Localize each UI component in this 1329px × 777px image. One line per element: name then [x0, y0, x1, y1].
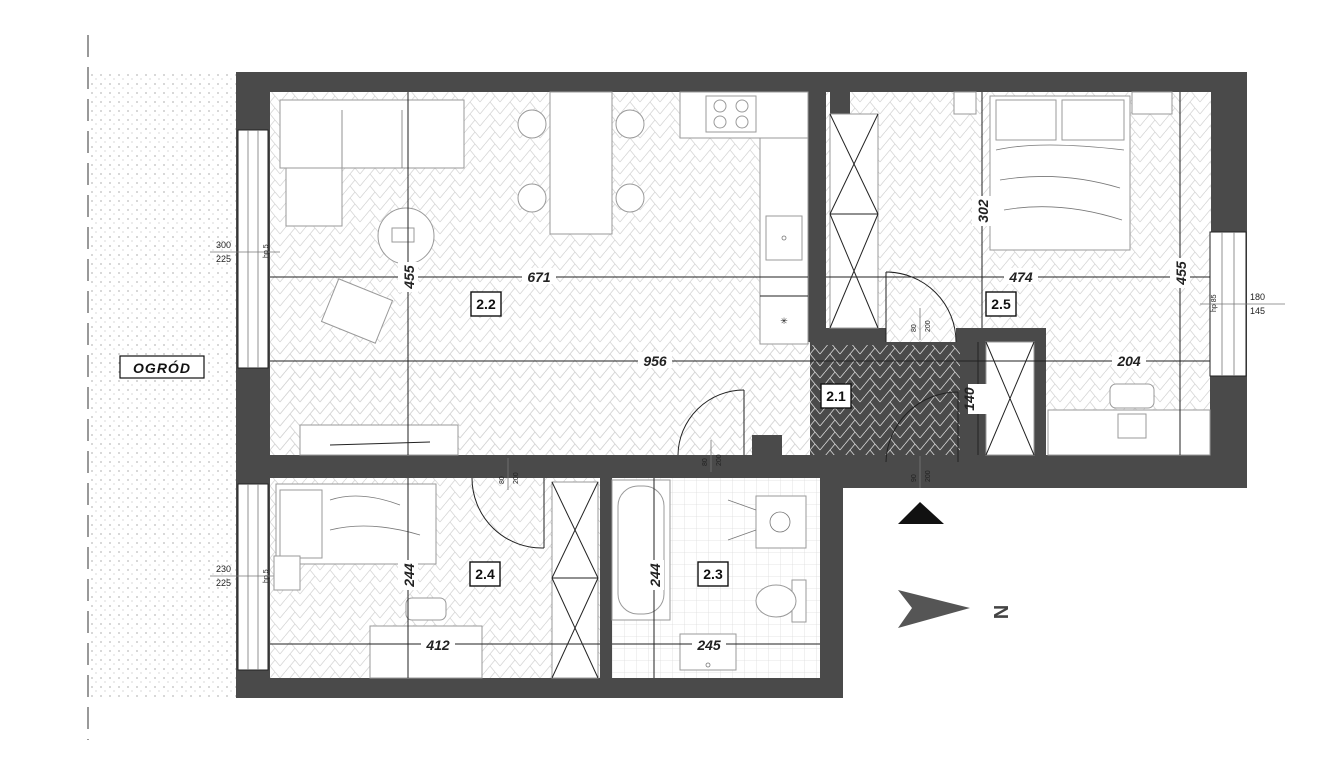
window-label-2: 230 225 hp 5 [210, 564, 280, 588]
compass-arrow-icon [898, 590, 970, 628]
interior-walls [236, 72, 1247, 678]
svg-text:200: 200 [513, 472, 520, 484]
double-bed [953, 91, 1173, 251]
garden-area [88, 74, 238, 698]
svg-text:2.2: 2.2 [476, 296, 496, 312]
entrance-triangle-icon [898, 502, 944, 524]
door-label-2: 80 200 [499, 458, 520, 490]
desk-bedroom [1047, 383, 1211, 456]
svg-text:225: 225 [216, 578, 231, 588]
door-label-3: 80 200 [702, 440, 723, 472]
svg-text:hp 5: hp 5 [263, 244, 270, 258]
svg-text:180: 180 [1250, 292, 1265, 302]
room-label-2-5: 2.5 [985, 291, 1017, 317]
svg-text:230: 230 [216, 564, 231, 574]
side-table [377, 207, 435, 265]
window-living [237, 129, 269, 369]
window-small-room [237, 483, 269, 671]
desk-small-room [369, 597, 483, 679]
svg-text:✳: ✳ [780, 316, 788, 326]
svg-text:200: 200 [925, 470, 932, 482]
svg-text:hp 85: hp 85 [1211, 294, 1218, 312]
room-label-2-1: 2.1 [820, 383, 852, 409]
compass-north-label: N [989, 605, 1011, 619]
dim-bath-height: 244 [647, 563, 663, 588]
svg-text:300: 300 [216, 240, 231, 250]
dim-bath-width: 245 [696, 637, 721, 653]
svg-text:hp 5: hp 5 [263, 569, 270, 583]
window-label-3: 180 145 hp 85 [1200, 292, 1285, 316]
room-label-2-3: 2.3 [697, 561, 729, 587]
svg-text:225: 225 [216, 254, 231, 264]
svg-text:145: 145 [1250, 306, 1265, 316]
dim-hall-height: 140 [961, 387, 977, 411]
door-bathroom [677, 389, 745, 456]
svg-text:2.1: 2.1 [826, 388, 846, 404]
svg-text:2.5: 2.5 [991, 296, 1011, 312]
dim-small-room-height: 244 [401, 563, 417, 588]
door-label-1: 80 200 [911, 308, 932, 340]
dim-small-room-width: 412 [425, 637, 450, 653]
single-bed [273, 483, 437, 591]
dim-bedroom-wardrobe: 302 [975, 199, 991, 223]
svg-text:2.4: 2.4 [475, 566, 495, 582]
tv-stand [299, 424, 459, 456]
window-label-1: 300 225 hp 5 [210, 240, 280, 264]
armchair [320, 278, 394, 344]
wardrobe-bedroom [829, 113, 879, 329]
svg-text:2.3: 2.3 [703, 566, 723, 582]
garden-label: OGRÓD [133, 359, 191, 376]
hall-wardrobe [985, 341, 1035, 456]
dim-total-width: 956 [643, 353, 667, 369]
svg-text:90: 90 [911, 474, 918, 482]
svg-text:80: 80 [499, 476, 506, 484]
door-living-bedroom [885, 271, 957, 343]
svg-text:80: 80 [702, 458, 709, 466]
dim-hall-width: 204 [1116, 353, 1141, 369]
dining-table [517, 91, 645, 235]
garden-label-box: OGRÓD [119, 355, 205, 379]
svg-text:80: 80 [911, 324, 918, 332]
svg-text:200: 200 [925, 320, 932, 332]
dim-bedroom-height: 455 [1173, 261, 1189, 286]
dim-living-height: 455 [401, 265, 417, 290]
kitchen: ✳ [679, 91, 809, 345]
sofa [279, 99, 465, 227]
door-label-4: 90 200 [911, 456, 932, 488]
svg-text:200: 200 [716, 454, 723, 466]
wardrobe-small-room [551, 481, 599, 679]
dim-bedroom-width: 474 [1008, 269, 1033, 285]
door-entrance [885, 391, 959, 463]
room-label-2-4: 2.4 [469, 561, 501, 587]
dim-living-width: 671 [527, 269, 551, 285]
door-small-room [471, 477, 545, 549]
room-label-2-2: 2.2 [470, 291, 502, 317]
